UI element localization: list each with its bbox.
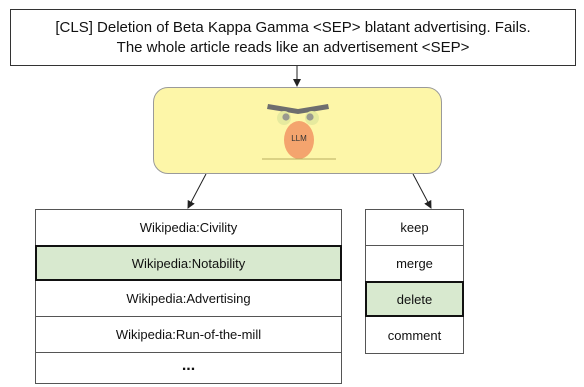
action-item: comment — [387, 327, 442, 343]
policy-item: Wikipedia:Civility — [36, 210, 341, 246]
left-pupil — [282, 113, 290, 121]
llm-label: LLM — [291, 134, 307, 143]
input-line-1: [CLS] Deletion of Beta Kappa Gamma <SEP>… — [55, 18, 531, 36]
eyebrows — [267, 104, 329, 114]
action-item: merge — [366, 246, 463, 282]
policy-item: ... — [181, 357, 196, 374]
policy-item: Wikipedia:Advertising — [36, 281, 341, 317]
arrow-llm-to-actions — [412, 173, 432, 209]
llm-box: LLM — [153, 87, 442, 174]
llm-face-icon — [262, 104, 336, 160]
arrow-llm-to-policies — [187, 173, 207, 209]
llm-nose — [284, 121, 314, 159]
input-text-box: [CLS] Deletion of Beta Kappa Gamma <SEP>… — [10, 9, 576, 66]
input-line-2: The whole article reads like an advertis… — [116, 38, 470, 56]
action-item-selected: delete — [365, 281, 464, 317]
policy-item-selected: Wikipedia:Notability — [35, 245, 342, 281]
right-pupil — [306, 113, 314, 121]
action-item: keep — [366, 210, 463, 246]
policy-item: Wikipedia:Run-of-the-mill — [36, 317, 341, 353]
